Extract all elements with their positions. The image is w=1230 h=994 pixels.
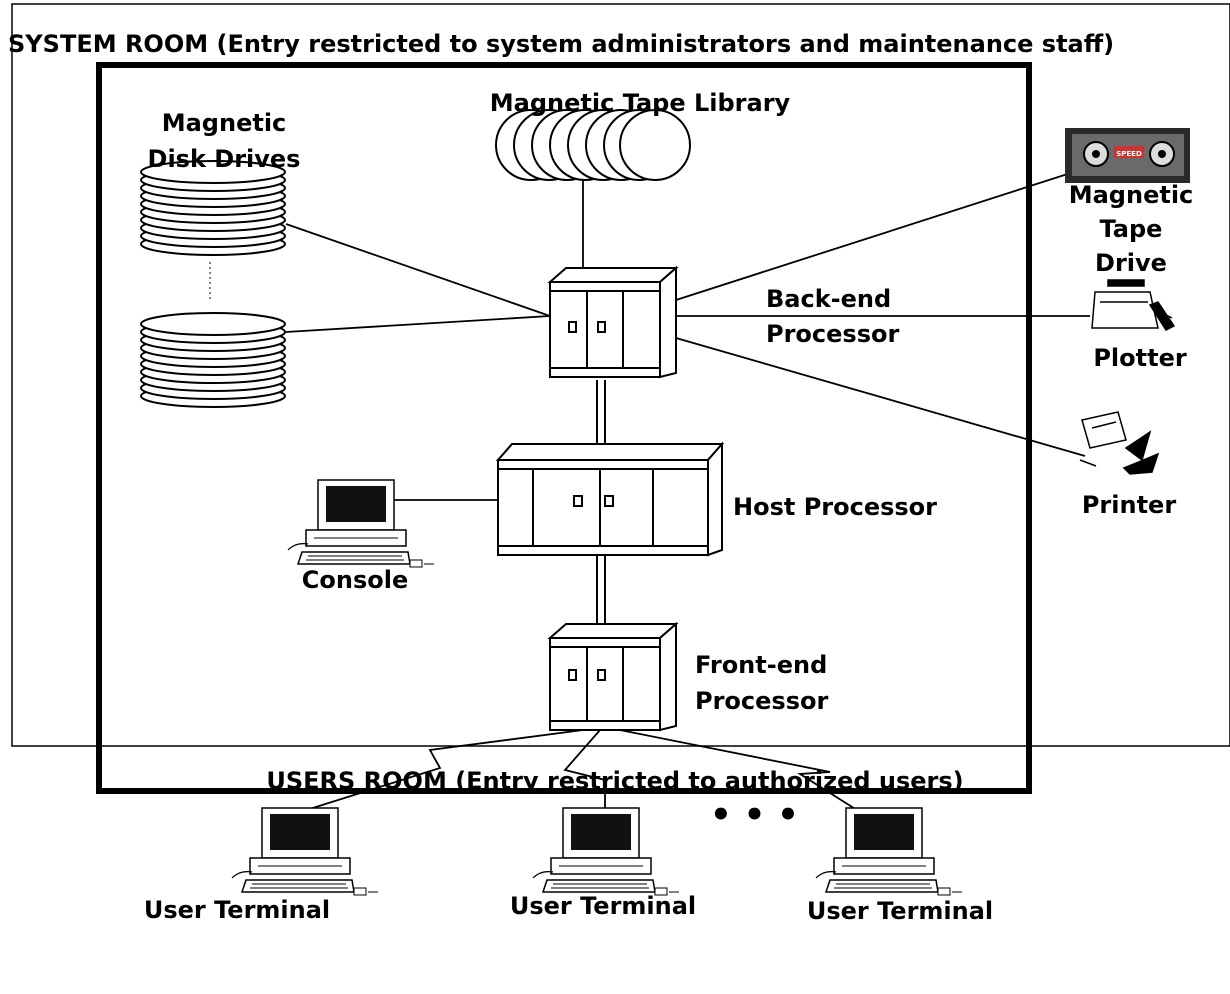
- host-processor-icon: [495, 441, 725, 557]
- terminals-ellipsis: • • •: [710, 795, 799, 835]
- frontend-label-line1: Front-end: [695, 651, 827, 679]
- backend-label-line1: Back-end: [766, 285, 891, 313]
- frontend-label-line2: Processor: [695, 687, 828, 715]
- user-terminal-3-label: User Terminal: [807, 897, 993, 925]
- frontend-processor-icon: [547, 621, 679, 732]
- disk-drive-top-icon: [140, 160, 286, 256]
- user-terminal-3-icon: [815, 807, 963, 896]
- user-terminal-2-label: User Terminal: [510, 892, 696, 920]
- backend-processor-icon: [547, 265, 679, 379]
- host-processor-label: Host Processor: [733, 493, 937, 521]
- tape-drive-label-line1: Magnetic: [1069, 181, 1194, 209]
- system-room-label: SYSTEM ROOM (Entry restricted to system …: [8, 30, 1114, 58]
- user-terminal-2-icon: [532, 807, 680, 896]
- backend-label-line2: Processor: [766, 320, 899, 348]
- disk-drives-label-line2: Disk Drives: [148, 145, 301, 173]
- plotter-label: Plotter: [1093, 344, 1187, 372]
- tape-drive-label-line2: Tape: [1100, 215, 1163, 243]
- tape-drive-label-line3: Drive: [1095, 249, 1167, 277]
- tape-drive-icon: SPEED: [1065, 128, 1190, 183]
- tape-library-icon: [495, 109, 691, 181]
- users-room-label: USERS ROOM (Entry restricted to authoriz…: [266, 767, 963, 795]
- processor-bus: [596, 380, 606, 625]
- console-terminal-icon: [287, 479, 435, 568]
- plotter-icon: [1091, 279, 1176, 331]
- disk-drives-label-line1: Magnetic: [162, 109, 287, 137]
- user-terminal-1-icon: [231, 807, 379, 896]
- printer-icon: [1079, 411, 1160, 475]
- outer-frame: [11, 3, 1230, 747]
- tape-library-label: Magnetic Tape Library: [490, 89, 791, 117]
- printer-label: Printer: [1082, 491, 1176, 519]
- user-terminal-1-label: User Terminal: [144, 896, 330, 924]
- tape-drive-reel-text: SPEED: [1116, 150, 1142, 158]
- connection-lines: [209, 169, 1090, 813]
- system-room-box: [96, 62, 1032, 794]
- console-label: Console: [302, 566, 408, 594]
- disk-drive-bottom-icon: [140, 312, 286, 408]
